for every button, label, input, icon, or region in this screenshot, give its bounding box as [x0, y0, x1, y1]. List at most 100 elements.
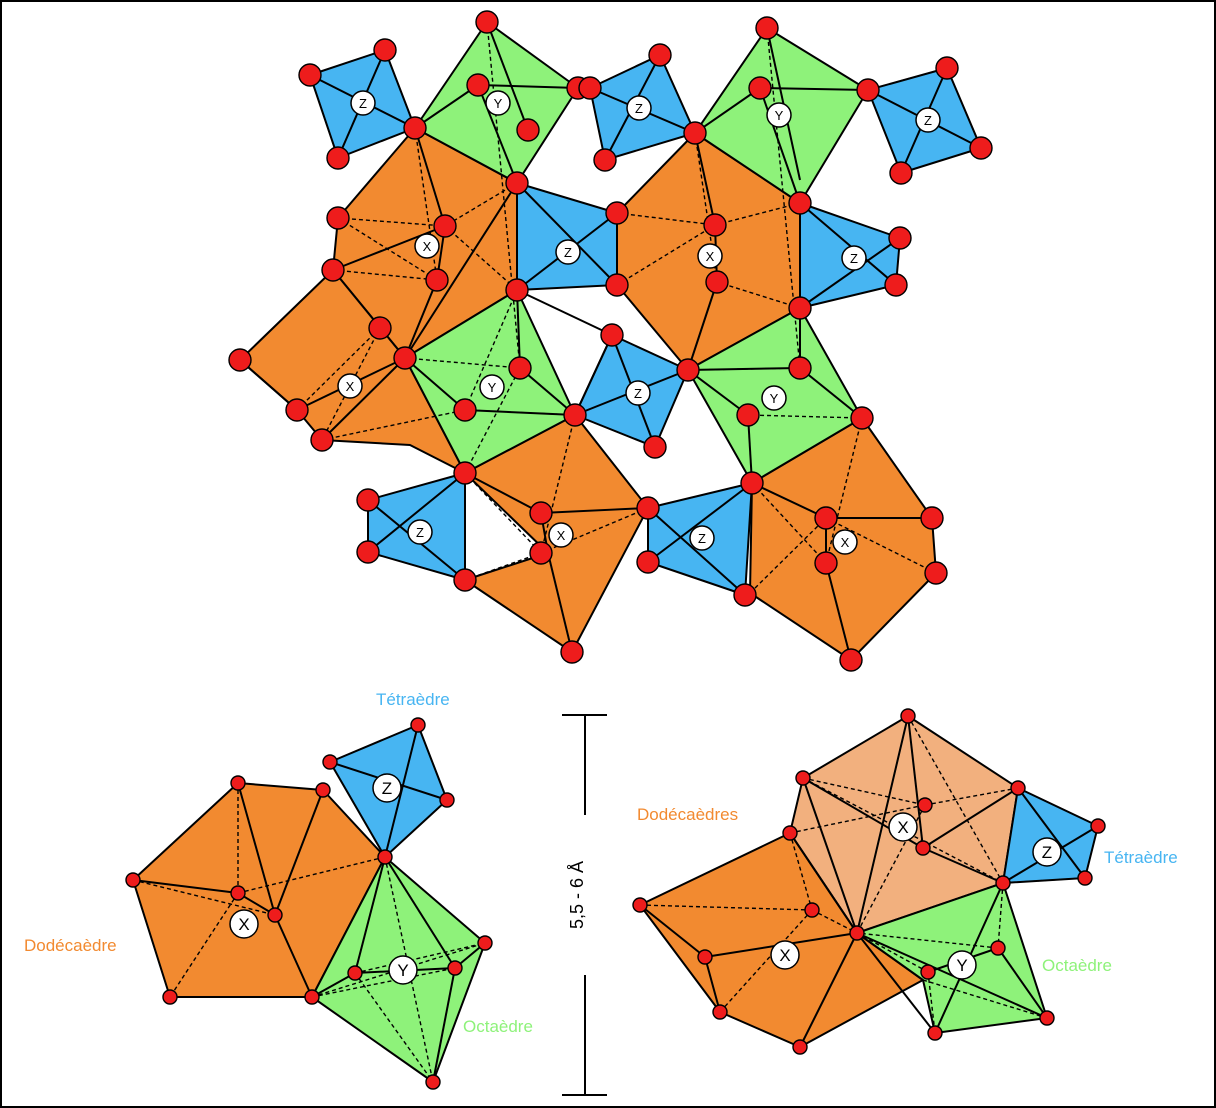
polyhedron-edge [574, 334, 613, 416]
polyhedron-edge [759, 87, 801, 204]
polyhedron-edge [907, 715, 924, 849]
site-z-marker: Z [555, 239, 581, 265]
hidden-edge [789, 832, 813, 911]
site-z-label: Z [698, 531, 706, 546]
site-y-marker: Y [388, 955, 418, 985]
hidden-edge [714, 202, 801, 226]
site-x-label: X [346, 379, 355, 394]
polyhedron-edge [477, 84, 579, 89]
hidden-edge [332, 269, 438, 281]
oxygen-atom [995, 875, 1011, 891]
site-y-marker: Y [761, 385, 787, 411]
site-x-label: X [706, 249, 715, 264]
oxygen-atom [788, 356, 812, 380]
hidden-edge [749, 517, 827, 594]
hidden-edge [464, 472, 542, 554]
oxygen-atom [676, 358, 700, 382]
oxygen-atom [856, 78, 880, 102]
oxygen-atom [368, 316, 392, 340]
site-x-marker: X [770, 940, 800, 970]
hidden-edge [311, 967, 456, 998]
polyhedron-edge [799, 367, 863, 419]
site-x-marker: X [888, 812, 918, 842]
polyhedron-edge [922, 847, 1004, 884]
hidden-edge [789, 804, 926, 834]
site-y-label: Y [770, 391, 779, 406]
oxygen-atom [475, 10, 499, 34]
polyhedron-edge [922, 787, 1019, 849]
oxygen-atom [632, 897, 648, 913]
polyhedron-edge [694, 132, 716, 226]
hidden-edge [337, 217, 438, 281]
polyhedron-edge [751, 482, 827, 519]
oxygen-atom [636, 496, 660, 520]
polyhedron-edge [647, 507, 746, 596]
site-z-label: Z [1042, 843, 1052, 862]
hidden-edge [927, 971, 936, 1034]
polyhedron-edge [404, 279, 438, 359]
oxygen-atom [733, 583, 757, 607]
hidden-edge [616, 224, 716, 286]
site-circle [555, 239, 581, 265]
site-z-label: Z [359, 96, 367, 111]
site-x-marker: X [548, 522, 574, 548]
oxygen-atom [920, 964, 936, 980]
hidden-edge [856, 932, 999, 949]
polyhedron-edge [132, 879, 239, 894]
polyhedron-edge [825, 562, 852, 661]
oxygen-atom [636, 550, 660, 574]
site-x-label: X [841, 535, 850, 550]
polyhedron-edge [384, 724, 419, 858]
oxygen-atom [447, 960, 463, 976]
oxygen-atom [839, 648, 863, 672]
oxygen-atom [453, 568, 477, 592]
oxygen-atom [1039, 1010, 1055, 1026]
site-circle [388, 955, 418, 985]
polyhedron-edge [516, 289, 613, 336]
oxygen-atom [924, 561, 948, 585]
hidden-edge [309, 49, 386, 76]
hidden-edge [719, 909, 813, 1013]
site-circle [915, 107, 941, 133]
site-circle [770, 940, 800, 970]
oxygen-atom [850, 406, 874, 430]
site-circle [372, 773, 402, 803]
polyhedron-edge [432, 967, 456, 1083]
oxygen-atom [788, 296, 812, 320]
site-z-label: Z [635, 101, 643, 116]
polyhedron-edge [799, 202, 897, 286]
oxygen-atom [578, 76, 602, 100]
polyhedron-edge [414, 127, 446, 227]
oxygen-atom [298, 63, 322, 87]
oxygen-atom [969, 136, 993, 160]
oxygen-atom [792, 1039, 808, 1055]
oxygen-atom [915, 840, 931, 856]
polyhedron-edge [799, 237, 901, 309]
site-circle [479, 374, 505, 400]
oxygen-atom [433, 214, 457, 238]
polyhedra-unit-right: X X Y Z [632, 708, 1106, 1055]
oxygen-atom [920, 506, 944, 530]
site-z-marker: Z [689, 525, 715, 551]
octahedron-label-left: Octaèdre [463, 1017, 533, 1036]
site-y-label: Y [956, 956, 967, 975]
site-y-label: Y [494, 96, 503, 111]
polyhedron-edge [1017, 787, 1086, 879]
hidden-edge [766, 27, 801, 369]
hidden-edge [444, 225, 518, 291]
site-circle [625, 380, 651, 406]
oxygen-atom [267, 907, 283, 923]
oxygen-atom [884, 273, 908, 297]
hidden-edge [354, 972, 434, 1083]
oxygen-atom [917, 797, 933, 813]
polyhedron-edge [799, 932, 858, 1048]
hidden-edge [329, 724, 419, 763]
polyhedron-edge [367, 472, 466, 553]
oxygen-atom [516, 118, 540, 142]
oxygen-atom [755, 16, 779, 40]
polyhedron-edge [516, 289, 521, 369]
hidden-edge [639, 904, 813, 911]
oxygen-atom [439, 792, 455, 808]
polyhedron-edge [384, 856, 456, 969]
